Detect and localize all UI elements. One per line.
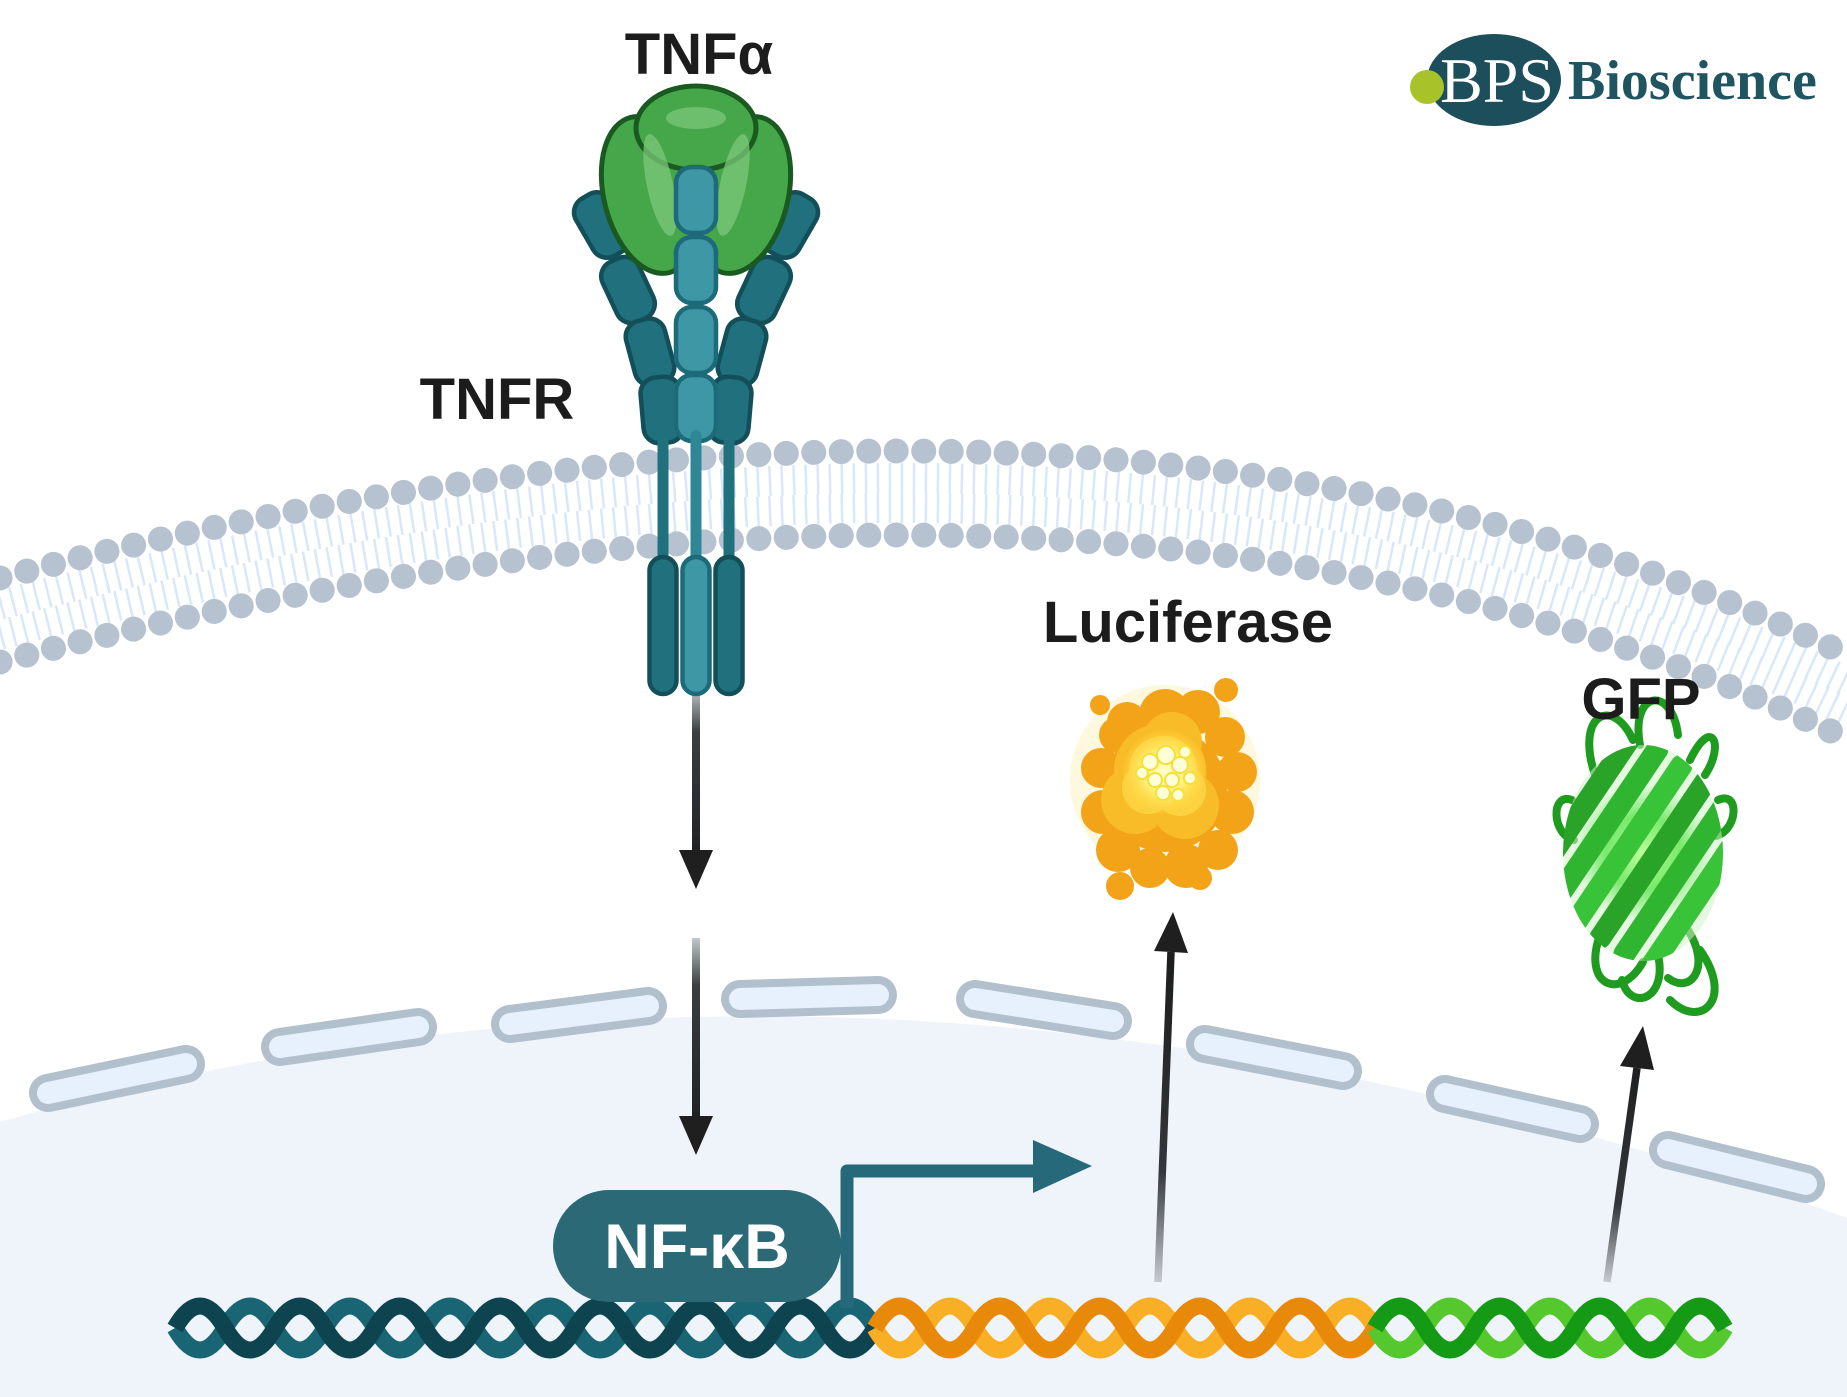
envelope-capsule [964,988,1124,1032]
nfkb-box: NF-κB [553,1190,841,1302]
signal-arrow-lower [679,938,713,1155]
dna-luciferase-gene-orange [867,1297,1383,1359]
receptor-tail-pill [680,554,712,697]
bps-lime-dot-icon [1410,70,1444,104]
nfkb-pill [553,1190,841,1302]
luciferase-expression-arrow [1154,912,1188,1283]
receptor-tail-pill [713,554,745,697]
envelope-capsule [269,1016,429,1058]
arrowhead-down-icon [679,1116,713,1155]
tnf-alpha-label: TNFα [625,22,774,87]
envelope-capsule [1657,1139,1817,1195]
receptor-bead [673,304,719,376]
lipid-bilayer-icon [0,438,1847,752]
gfp-barrel-icon [1552,696,1738,1016]
receptor-stalk [690,430,702,580]
arrowhead-right-icon [1033,1140,1092,1193]
membrane-heads-top [0,438,1847,668]
luciferase-label: Luciferase [1043,590,1333,655]
membrane-heads-bottom [0,522,1847,752]
receptor-stalk [723,430,735,580]
tnfr-label: TNFR [420,367,575,432]
gfp-label: GFP [1581,667,1700,732]
bps-ellipse-icon [1427,34,1561,126]
nuclear-envelope [29,976,1825,1203]
luciferase-bubbles [1135,745,1197,802]
dna-promoter-teal [167,1297,883,1359]
arrowhead-up-icon [1154,912,1188,953]
receptor-center-chain [673,164,719,697]
signal-arrow-upper [679,688,713,889]
envelope-capsule [1434,1083,1591,1135]
envelope-capsule [729,984,889,1010]
gfp-expression-arrow [1603,1026,1654,1283]
envelope-capsule [1194,1033,1354,1082]
dna-strand [1367,1297,1733,1359]
gfp-barrel-body [1563,745,1723,961]
dna-strand [867,1297,1383,1359]
dna-double-helix-icon [167,1297,1733,1359]
dna-gfp-gene-green [1367,1297,1733,1359]
bps-bioscience-logo: BPS Bioscience [1410,34,1817,126]
gfp-ribbons [1563,745,1723,961]
envelope-capsule [499,995,659,1035]
transcription-start-arrow [840,1140,1092,1308]
receptor-stalk [657,430,669,580]
envelope-capsule [37,1053,197,1104]
tnfr-chains-icon [571,83,821,697]
receptor-bead [673,164,719,236]
receptor-tail-pill [647,554,679,697]
dna-strand [167,1297,883,1359]
receptor-outer-chains [571,190,821,697]
luciferase-enzyme-icon [1070,678,1260,900]
tnf-highlight [643,107,750,236]
receptor-bead [673,234,719,306]
arrowhead-up-icon [1620,1026,1654,1070]
logo-acronym: BPS [1440,45,1554,116]
nfkb-label: NF-κB [604,1212,790,1282]
arrowhead-down-icon [679,850,713,889]
logo-company-name: Bioscience [1568,50,1817,112]
envelope-capsule-fills [37,984,1817,1195]
tnf-trimer-icon [598,83,794,276]
